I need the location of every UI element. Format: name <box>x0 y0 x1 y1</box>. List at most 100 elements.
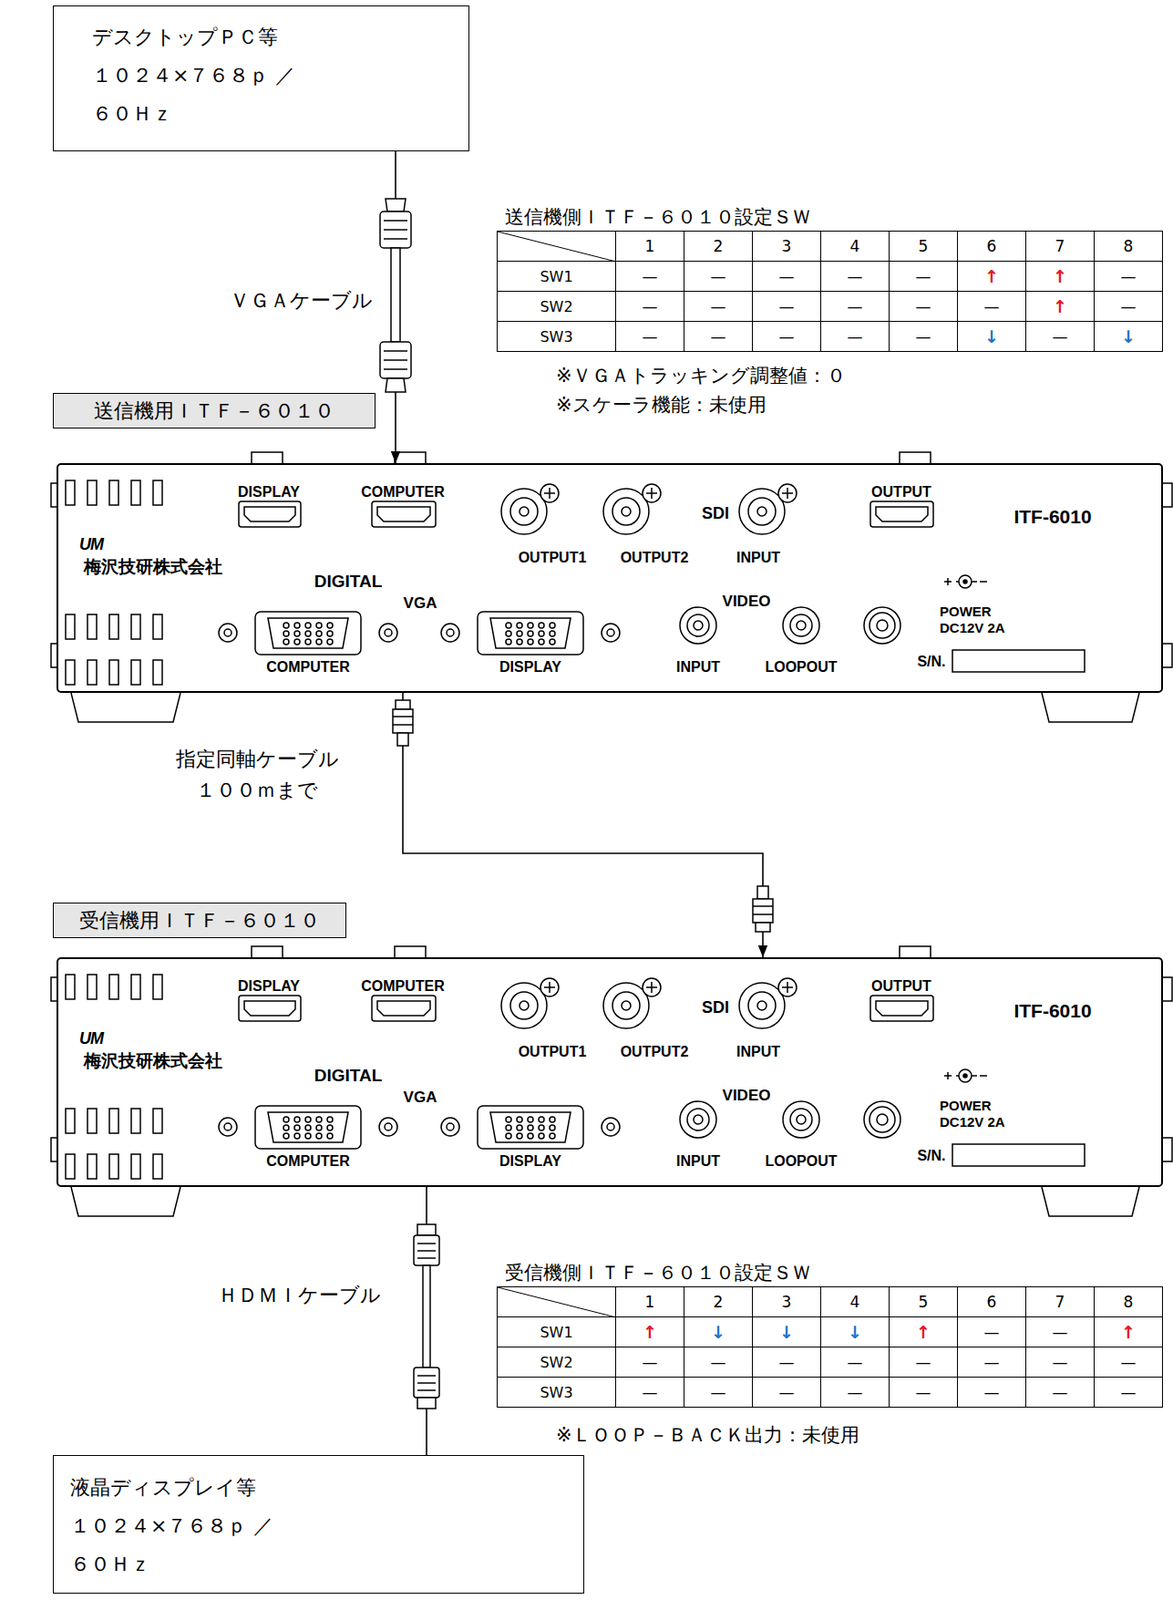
table-header: 5 <box>889 231 958 262</box>
table-cell: ↓ <box>957 321 1027 352</box>
panel-part <box>379 623 398 642</box>
panel-part <box>305 622 311 628</box>
table-row-name: SW2 <box>497 1347 617 1378</box>
panel-part <box>952 1143 1085 1166</box>
panel-part <box>501 488 547 535</box>
table-cell: — <box>752 321 822 352</box>
panel-part <box>294 630 300 637</box>
panel-part <box>963 579 968 584</box>
panel-part <box>294 622 300 628</box>
panel-part <box>477 611 584 655</box>
panel-label: INPUT <box>676 658 721 676</box>
panel-part <box>1162 483 1173 507</box>
table-header: 4 <box>821 1286 890 1318</box>
panel-part <box>238 995 301 1021</box>
table-cell: — <box>957 291 1027 322</box>
table-cell: ↓ <box>752 1317 822 1348</box>
panel-part <box>505 638 512 645</box>
panel-part <box>71 692 181 722</box>
panel-label: POWER DC12V 2A <box>939 603 1013 637</box>
panel-part <box>446 628 454 637</box>
table-cell: ↑ <box>1094 1317 1163 1348</box>
panel-part <box>621 506 631 516</box>
panel-part <box>131 974 141 999</box>
panel-part <box>603 488 649 535</box>
panel-part <box>153 1153 163 1179</box>
panel-part <box>612 991 640 1019</box>
table-diagonal <box>497 231 617 262</box>
panel-part <box>294 638 300 645</box>
table-cell: — <box>752 1347 822 1378</box>
equipment-text: 液晶ディスプレイ等 １０２４×７６８ｐ ／６０Ｈｚ <box>70 1468 291 1584</box>
cable-connector <box>402 692 763 957</box>
panel-label: S/N. <box>916 652 946 670</box>
panel-part <box>377 1000 431 1016</box>
table-header: 1 <box>616 231 685 262</box>
panel-part <box>538 1124 545 1131</box>
table-cell: ↑ <box>1026 261 1095 292</box>
panel-part <box>218 623 237 642</box>
panel-part <box>251 452 283 465</box>
panel-drawing <box>58 958 1162 1185</box>
panel-part <box>244 506 296 522</box>
panel-part <box>796 620 806 630</box>
panel-part <box>646 487 658 499</box>
panel-part <box>538 622 545 628</box>
panel-part <box>782 487 793 499</box>
table-row-name: SW3 <box>497 321 617 352</box>
panel-part <box>601 1117 620 1136</box>
panel-label: DISPLAY <box>499 658 562 676</box>
panel-part <box>538 630 545 637</box>
panel-part <box>540 977 559 997</box>
panel-part <box>477 1105 584 1149</box>
panel-label: POWER DC12V 2A <box>939 1097 1013 1131</box>
table-cell: — <box>616 321 685 352</box>
panel-part <box>549 1124 556 1131</box>
panel-part <box>51 977 59 1001</box>
panel-part <box>109 974 119 999</box>
panel-label: DISPLAY <box>237 977 300 995</box>
panel-part <box>601 623 620 642</box>
panel-part <box>384 628 392 637</box>
panel-label: VGA <box>403 1088 438 1107</box>
panel-part <box>238 501 301 527</box>
table-cell: — <box>957 1347 1027 1378</box>
panel-part <box>327 630 333 637</box>
table-header: 2 <box>684 231 753 262</box>
panel-label: DIGITAL <box>314 1065 383 1087</box>
panel-label: LOOPOUT <box>764 658 837 676</box>
panel-part <box>864 1100 901 1138</box>
bnc-plug <box>392 699 773 932</box>
table-cell: — <box>821 291 890 322</box>
panel-part <box>218 1117 237 1136</box>
panel-part <box>642 483 661 503</box>
table-header: 3 <box>752 1286 822 1318</box>
panel-part <box>519 1000 529 1010</box>
table-header: 6 <box>957 231 1027 262</box>
panel-label: OUTPUT2 <box>620 548 690 566</box>
panel-part <box>1041 692 1140 722</box>
panel-part <box>505 630 512 637</box>
panel-part <box>516 1124 523 1131</box>
table-header: 4 <box>821 231 890 262</box>
panel-part <box>65 659 75 685</box>
table-cell: — <box>684 291 753 322</box>
panel-label: SDI <box>701 504 730 525</box>
table-corner <box>497 1286 617 1318</box>
panel-part <box>646 981 658 993</box>
panel-label: 梅沢技研株式会社 <box>83 1049 223 1071</box>
panel-part <box>510 991 538 1019</box>
panel-label: S/N. <box>916 1146 946 1164</box>
panel-part <box>394 946 426 959</box>
panel-label: UM <box>79 535 103 556</box>
panel-part <box>607 1122 615 1131</box>
panel-part <box>875 1000 928 1016</box>
table-header: 8 <box>1094 1286 1163 1318</box>
panel-part <box>305 638 311 645</box>
equipment-box: 液晶ディスプレイ等 １０２４×７６８ｐ ／６０Ｈｚ <box>52 1454 585 1594</box>
panel-part <box>516 638 523 645</box>
panel-part <box>527 638 534 645</box>
table-cell: — <box>684 1377 753 1408</box>
note: ※ＶＧＡトラッキング調整値：０ <box>555 362 846 389</box>
panel-part <box>294 1116 300 1122</box>
